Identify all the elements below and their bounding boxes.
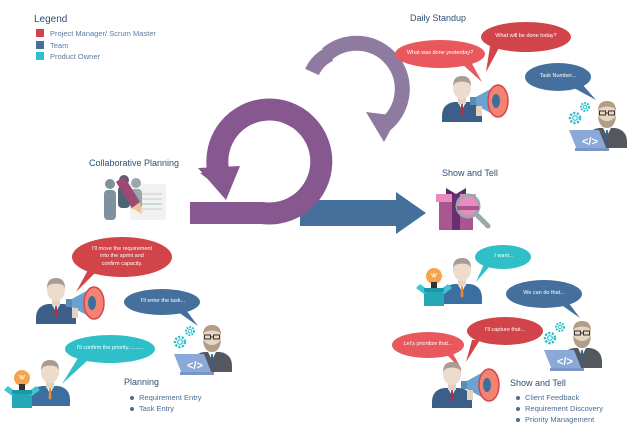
bubble-move-requirement: [72, 237, 172, 292]
developer-avatar: [542, 319, 604, 373]
bubble-text: We can do that...: [523, 290, 565, 297]
show-and-tell-top-title: Show and Tell: [442, 168, 498, 178]
bullet-text: Client Feedback: [525, 393, 580, 402]
daily-cycle-line1: Every: [332, 77, 363, 91]
bubble-confirm-priority: [62, 335, 155, 384]
bullet-dot-icon: [516, 417, 520, 422]
planning-bullet-list: Requirement Entry Task Entry: [130, 392, 202, 414]
legend-label: Product Owner: [50, 51, 101, 61]
planning-title: Planning: [124, 377, 160, 387]
bullet-item: Client Feedback: [516, 392, 603, 403]
bubble-what-was-done: [395, 40, 485, 82]
bubble-enter-task: [124, 289, 200, 326]
bullet-item: Task Entry: [130, 403, 202, 414]
bullet-dot-icon: [130, 406, 134, 411]
bullet-text: Task Entry: [139, 404, 175, 413]
bullet-text: Requirement Entry: [139, 393, 202, 402]
bullet-dot-icon: [516, 395, 520, 400]
show-and-tell-bullet-list: Client Feedback Requirement Discovery Pr…: [516, 392, 603, 425]
bullet-dot-icon: [130, 395, 134, 400]
bullet-item: Requirement Entry: [130, 392, 202, 403]
bubble-text: What will be done today?: [495, 33, 557, 40]
bubble-capture-that: [466, 317, 543, 362]
bubble-text: What was done yesterday?: [406, 50, 474, 57]
legend-item-team: Team: [36, 40, 68, 50]
bullet-item: Requirement Discovery: [516, 403, 603, 414]
bubble-text: I'll confirm the priority..........: [76, 345, 144, 352]
bullet-text: Requirement Discovery: [525, 404, 603, 413]
developer-avatar: [567, 99, 629, 153]
bubble-text: I'll capture that...: [484, 327, 526, 334]
bubble-text-move-requirement: I'll move the requirement into the sprin…: [74, 240, 170, 274]
bubble-text: Task Number...: [539, 73, 577, 80]
legend-title: Legend: [34, 14, 68, 25]
legend-label: Team: [50, 40, 69, 50]
developer-avatar: [172, 323, 234, 377]
legend-label: Project Manager/ Scrum Master: [50, 28, 156, 38]
sprint-cycle-line2: Dev Cycle: [247, 160, 297, 172]
show-and-tell-title: Show and Tell: [510, 378, 566, 388]
sprint-cycle-line1: 1- 4 Week: [247, 146, 297, 158]
daily-cycle-line2: 24 Hours: [323, 89, 372, 103]
bubble-line: confirm capacity.: [101, 260, 143, 267]
bubble-i-want: [475, 245, 531, 282]
legend-item-product-owner: Product Owner: [36, 51, 100, 61]
collaborative-planning-icon: [104, 175, 166, 220]
product-owner-avatar: [415, 257, 483, 307]
bubble-text: I want...: [494, 253, 514, 260]
product-owner-avatar: [3, 359, 71, 409]
process-arrow: [300, 192, 426, 234]
bubble-task-number: [525, 63, 596, 100]
gift-magnifier-icon: [436, 188, 491, 230]
bubble-text: Let's prioritize that...: [403, 341, 453, 348]
legend-item-project-manager: Project Manager/ Scrum Master: [36, 28, 156, 38]
sprint-cycle-arrow: [190, 98, 333, 225]
legend-swatch-red: [36, 29, 44, 37]
bubble-we-can-do-that: [506, 280, 582, 318]
bullet-dot-icon: [516, 406, 520, 411]
bubble-what-will-be-done: [481, 22, 571, 72]
daily-standup-title: Daily Standup: [410, 13, 467, 23]
daily-cycle-arrow: [305, 35, 410, 142]
legend-swatch-blue: [36, 41, 44, 49]
legend-swatch-teal: [36, 52, 44, 60]
bullet-item: Priority Management: [516, 414, 603, 425]
bubble-line: I'll move the requirement: [91, 246, 153, 253]
bubble-text: I'll enter the task...: [140, 298, 186, 305]
collaborative-planning-title: Collaborative Planning: [89, 158, 180, 168]
bubble-line: into the sprint and: [100, 253, 144, 260]
bullet-text: Priority Management: [525, 415, 595, 424]
